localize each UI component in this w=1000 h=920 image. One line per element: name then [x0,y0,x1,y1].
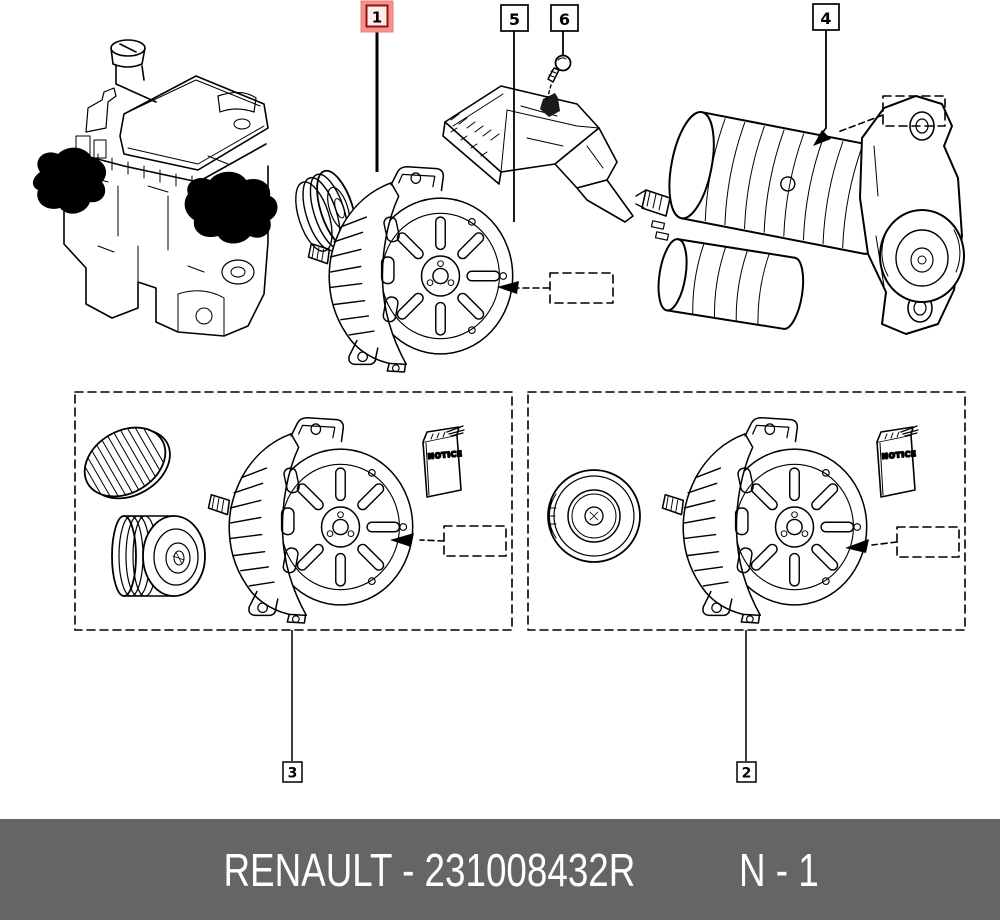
svg-text:6: 6 [559,10,570,29]
svg-text:4: 4 [820,9,831,28]
part-reference-box-1 [549,272,614,304]
notice-booklet-3 [422,425,465,498]
engine-illustration [32,39,278,337]
leader-arrow-3 [390,533,414,547]
callout-1[interactable]: 1 [360,0,394,33]
callout-4[interactable]: 4 [812,3,840,31]
svg-text:2: 2 [742,766,752,782]
bolt-part-6 [546,54,572,101]
notice-booklet-2 [876,425,919,498]
oval-cover [76,418,171,508]
shield-mount-tab [540,93,560,117]
engine-blackout-right [184,171,278,244]
svg-text:5: 5 [509,10,520,29]
footer-bar: RENAULT - 231008432R N - 1 [0,819,1000,920]
brand-part-number: RENAULT - 231008432R [223,843,636,896]
kit-panel-part-2 [527,391,966,631]
svg-text:1: 1 [372,9,382,27]
pulley-front [547,469,641,563]
heat-shield-part-5 [442,85,634,223]
callout-3[interactable]: 3 [282,761,303,783]
leader-lines [291,30,946,761]
alternator-pulley-side [295,169,358,252]
leader-arrow-1 [497,281,519,294]
leader-arrow-2 [845,539,869,553]
part-reference-box-3 [443,525,507,557]
alternator-part-1 [295,165,514,373]
page-indicator: N - 1 [738,843,819,896]
starter-motor-part-4 [635,95,965,335]
leader-arrow-4 [813,130,831,146]
callout-4-line [819,30,827,137]
pulley-three-quarter [111,515,206,597]
callout-5[interactable]: 5 [500,4,529,32]
part-reference-box-2 [896,526,960,558]
callout-2[interactable]: 2 [736,761,757,783]
kit-alternator-3 [207,416,414,624]
kit-alternator-2 [661,416,868,624]
part-reference-box-4 [882,95,946,127]
engine-blackout-left [32,147,107,214]
kit-panel-part-3 [74,391,513,631]
svg-text:3: 3 [288,766,298,782]
callout-6[interactable]: 6 [550,4,579,32]
